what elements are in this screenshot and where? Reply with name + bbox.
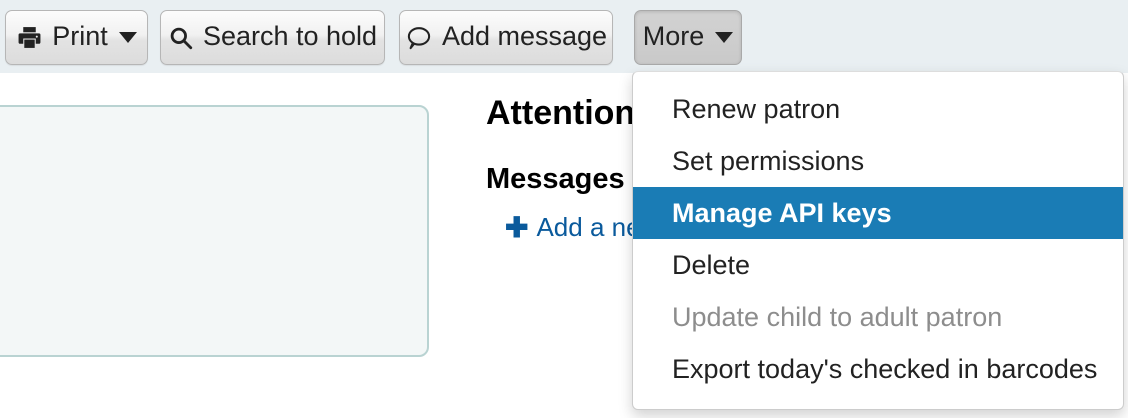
search-to-hold-label: Search to hold xyxy=(202,21,378,51)
patron-info-panel xyxy=(0,105,429,357)
add-message-label: Add message xyxy=(441,21,608,51)
add-new-message-link[interactable]: ✚ Add a ne xyxy=(505,212,926,243)
patron-toolbar: Print Search to hold Add message M xyxy=(0,0,1128,73)
more-button-label: More xyxy=(642,21,705,51)
chevron-down-icon xyxy=(118,32,137,43)
menu-item-delete[interactable]: Delete xyxy=(672,249,751,280)
speech-bubble-icon xyxy=(405,25,433,51)
plus-icon: ✚ xyxy=(505,211,529,243)
print-button[interactable]: Print xyxy=(5,10,148,65)
menu-item-manage-api-keys[interactable]: Manage API keys xyxy=(633,187,1123,239)
chevron-down-icon xyxy=(715,32,734,43)
menu-item-set-permissions[interactable]: Set permissions xyxy=(672,145,865,176)
print-button-label: Print xyxy=(52,21,108,51)
menu-item-renew-patron[interactable]: Renew patron xyxy=(672,93,841,124)
attention-heading: Attention xyxy=(486,94,636,132)
printer-icon xyxy=(16,25,43,50)
menu-item-export-checked-in-barcodes[interactable]: Export today's checked in barcodes xyxy=(672,353,1098,384)
add-message-button[interactable]: Add message xyxy=(399,10,613,65)
search-to-hold-button[interactable]: Search to hold xyxy=(160,10,385,65)
more-button[interactable]: More xyxy=(634,10,742,65)
search-icon xyxy=(168,25,194,51)
menu-item-update-child-to-adult-patron: Update child to adult patron xyxy=(672,301,1003,332)
add-new-message-label: Add a ne xyxy=(536,212,641,243)
more-dropdown-menu: Renew patron Set permissions Manage API … xyxy=(632,71,1124,410)
messages-heading: Messages xyxy=(486,163,625,196)
main-content: Attention Messages ✚ Add a ne xyxy=(486,94,926,243)
